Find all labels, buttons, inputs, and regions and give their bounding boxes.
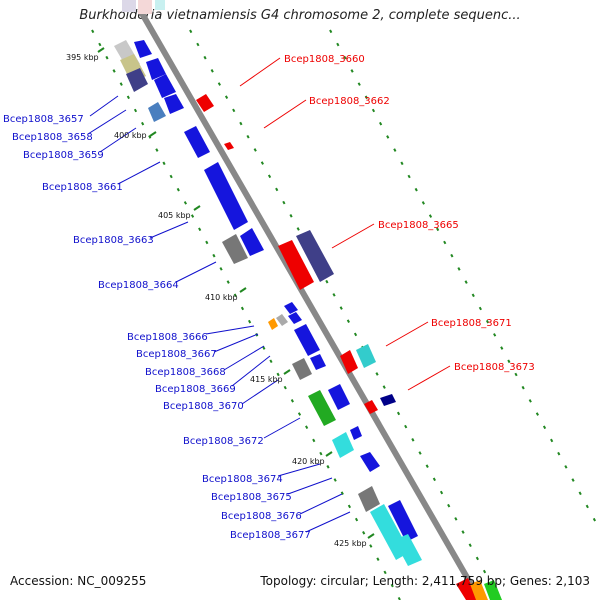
guide-lines: [91, 29, 600, 600]
gene-bottom-cyan[interactable]: [394, 534, 422, 566]
gene-3672[interactable]: [308, 390, 336, 426]
accession-text: Accession: NC_009255: [10, 574, 147, 588]
tick-415: 415 kbp: [250, 375, 283, 384]
top-faded-genes: [122, 0, 165, 14]
tick-410: 410 kbp: [205, 293, 238, 302]
label-3671[interactable]: Bcep1808_3671: [431, 318, 512, 329]
label-3675[interactable]: Bcep1808_3675: [211, 492, 292, 503]
gene-glyphs-right: [196, 94, 502, 600]
label-3657[interactable]: Bcep1808_3657: [3, 114, 84, 125]
gene-3671[interactable]: [340, 350, 358, 374]
label-3659[interactable]: Bcep1808_3659: [23, 150, 104, 161]
label-3663[interactable]: Bcep1808_3663: [73, 235, 154, 246]
gene-3658[interactable]: [126, 68, 148, 92]
gene-3662[interactable]: [224, 142, 234, 150]
label-3668[interactable]: Bcep1808_3668: [145, 367, 226, 378]
gene-3659[interactable]: [134, 40, 152, 58]
gene-3672b[interactable]: [328, 384, 350, 410]
gene-labels-left: Bcep1808_3657 Bcep1808_3658 Bcep1808_365…: [3, 114, 311, 541]
label-3664[interactable]: Bcep1808_3664: [98, 280, 179, 291]
gene-3669[interactable]: [294, 324, 320, 356]
gene-3668[interactable]: [284, 302, 298, 314]
gene-3665[interactable]: [278, 240, 314, 290]
gene-3677[interactable]: [388, 500, 418, 542]
gene-3660-grey[interactable]: [148, 102, 166, 122]
label-3665[interactable]: Bcep1808_3665: [378, 220, 459, 231]
callouts-right: [239, 57, 451, 391]
label-3673[interactable]: Bcep1808_3673: [454, 362, 535, 373]
label-3670[interactable]: Bcep1808_3670: [163, 401, 244, 412]
gene-3661[interactable]: [184, 126, 210, 158]
gene-3659c[interactable]: [154, 74, 176, 98]
gene-3675[interactable]: [360, 452, 380, 472]
tick-395: 395 kbp: [66, 53, 99, 62]
tick-400: 400 kbp: [114, 131, 147, 140]
gene-3664b[interactable]: [240, 228, 264, 256]
label-3666[interactable]: Bcep1808_3666: [127, 332, 208, 343]
gene-3663[interactable]: [204, 162, 248, 230]
label-3672[interactable]: Bcep1808_3672: [183, 436, 264, 447]
gene-3664[interactable]: [222, 234, 248, 264]
tick-405: 405 kbp: [158, 211, 191, 220]
gene-bottom-orange[interactable]: [470, 580, 488, 600]
label-3660[interactable]: Bcep1808_3660: [284, 54, 365, 65]
label-3674[interactable]: Bcep1808_3674: [202, 474, 283, 485]
gene-labels-right: Bcep1808_3660 Bcep1808_3662 Bcep1808_366…: [284, 54, 535, 373]
label-3667[interactable]: Bcep1808_3667: [136, 349, 217, 360]
tick-labels: 395 kbp 400 kbp 405 kbp 410 kbp 415 kbp …: [66, 53, 367, 548]
gene-3665b[interactable]: [296, 230, 334, 282]
chromosome-backbone: [137, 8, 483, 600]
tick-420: 420 kbp: [292, 457, 325, 466]
label-3662[interactable]: Bcep1808_3662: [309, 96, 390, 107]
topology-text: Topology: circular; Length: 2,411,759 bp…: [260, 574, 590, 588]
gene-3668b[interactable]: [288, 312, 302, 324]
tick-marks: [97, 47, 375, 539]
gene-3667[interactable]: [276, 314, 288, 326]
gene-3666[interactable]: [268, 318, 278, 330]
label-3676[interactable]: Bcep1808_3676: [221, 511, 302, 522]
gene-3659b[interactable]: [146, 58, 166, 80]
gene-3659d[interactable]: [164, 94, 184, 114]
gene-3670b[interactable]: [310, 354, 326, 370]
gene-3676[interactable]: [358, 486, 380, 512]
gene-3660[interactable]: [196, 94, 214, 112]
gene-3670[interactable]: [292, 358, 312, 380]
gene-3673b[interactable]: [380, 394, 396, 406]
gene-3671b[interactable]: [356, 344, 376, 368]
gene-bottom-red[interactable]: [456, 578, 478, 600]
gene-3674b[interactable]: [350, 426, 362, 440]
map-title: Burkholderia vietnamiensis G4 chromosome…: [79, 8, 521, 23]
label-3661[interactable]: Bcep1808_3661: [42, 182, 123, 193]
callouts-left: [87, 95, 351, 533]
tick-425: 425 kbp: [334, 539, 367, 548]
gene-3674[interactable]: [332, 432, 354, 458]
label-3669[interactable]: Bcep1808_3669: [155, 384, 236, 395]
gene-glyphs-left: [114, 40, 422, 566]
gene-3673[interactable]: [364, 400, 378, 414]
label-3677[interactable]: Bcep1808_3677: [230, 530, 311, 541]
label-3658[interactable]: Bcep1808_3658: [12, 132, 93, 143]
gene-bottom-green[interactable]: [484, 580, 502, 600]
